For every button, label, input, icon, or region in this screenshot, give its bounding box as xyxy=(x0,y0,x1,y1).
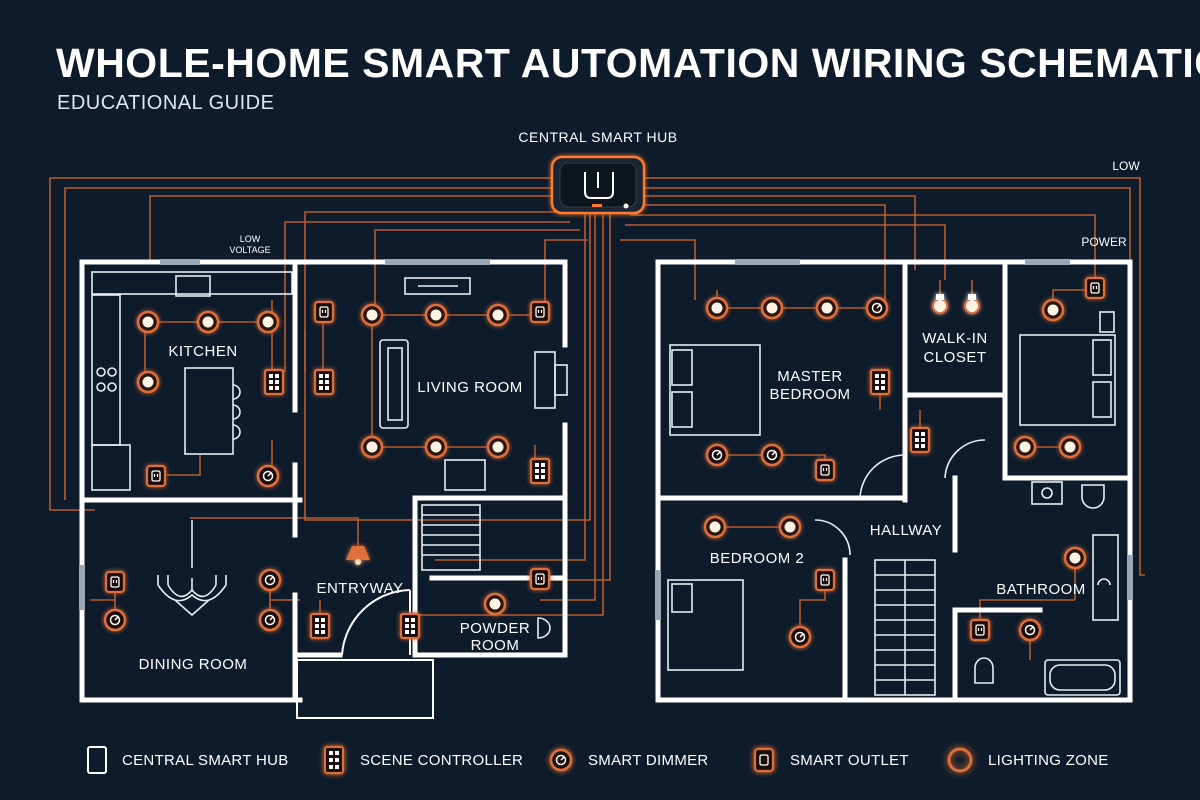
outlet-icon xyxy=(104,570,126,594)
outlet-icon xyxy=(969,618,991,642)
scene-controller-icon xyxy=(869,368,891,396)
lighting-zone-icon xyxy=(760,296,784,320)
room-label-bedroom-2: BEDROOM 2 xyxy=(710,550,805,567)
room-label-dining-room: DINING ROOM xyxy=(139,656,248,673)
hub-label: CENTRAL SMART HUB xyxy=(518,129,677,145)
room-label-entryway: ENTRYWAY xyxy=(316,580,403,597)
legend-label-outlet: SMART OUTLET xyxy=(790,751,909,769)
scene-controller-icon xyxy=(313,368,335,396)
outlet-icon xyxy=(814,568,836,592)
dimmer-icon xyxy=(760,443,784,467)
lighting-zone-icon xyxy=(360,435,384,459)
page-title: WHOLE-HOME SMART AUTOMATION WIRING SCHEM… xyxy=(56,40,1200,86)
low-right-label: LOW xyxy=(1112,159,1140,173)
walls-left-unit xyxy=(79,259,568,703)
dimmer-icon xyxy=(1018,618,1042,642)
scene-controller-icon xyxy=(263,368,285,396)
low-voltage-label-1: LOW xyxy=(240,234,261,244)
outlet-icon xyxy=(529,300,551,324)
lighting-zone-icon xyxy=(486,303,510,327)
outlet-icon xyxy=(145,464,167,488)
lighting-zone-icon xyxy=(703,515,727,539)
lighting-zone-icon xyxy=(1013,435,1037,459)
scene-controller-icon xyxy=(309,612,331,640)
outlet-icon xyxy=(313,300,335,324)
room-label-powder-room-2: ROOM xyxy=(471,637,520,654)
lighting-zone-icon xyxy=(705,296,729,320)
power-right-label: POWER xyxy=(1081,235,1127,249)
room-label-closet-1: WALK-IN xyxy=(922,330,987,347)
lighting-zone-icon xyxy=(778,515,802,539)
dimmer-icon xyxy=(865,296,889,320)
legend-label-scene-controller: SCENE CONTROLLER xyxy=(360,751,524,769)
dimmer-icon xyxy=(256,464,280,488)
scene-controller-icon xyxy=(399,612,421,640)
outlet-icon xyxy=(814,458,836,482)
dimmer-icon xyxy=(705,443,729,467)
legend-label-hub: CENTRAL SMART HUB xyxy=(122,751,289,769)
legend-label-dimmer: SMART DIMMER xyxy=(588,751,709,769)
dimmer-icon xyxy=(258,568,282,592)
lighting-zone-icon xyxy=(1063,546,1087,570)
legend-item-scene-controller: SCENE CONTROLLER xyxy=(322,735,523,785)
legend-item-outlet: SMART OUTLET xyxy=(752,735,909,785)
lighting-zone-icon xyxy=(483,592,507,616)
bulb-icon xyxy=(932,294,980,314)
lighting-zone-icon xyxy=(136,310,160,334)
legend: CENTRAL SMART HUB SCENE CONTROLLER SMART… xyxy=(0,735,1200,785)
page-subtitle: EDUCATIONAL GUIDE xyxy=(57,92,275,114)
lighting-zone-icon xyxy=(1058,435,1082,459)
chandelier-icon xyxy=(157,520,227,617)
outlet-icon xyxy=(753,747,775,773)
pendant-lamp-icon xyxy=(346,546,370,565)
furniture xyxy=(91,271,1121,696)
lighting-zone-icon xyxy=(1041,298,1065,322)
dimmer-icon xyxy=(258,608,282,632)
lighting-zone-icon xyxy=(424,303,448,327)
scene-controller-icon xyxy=(909,426,931,454)
outlet-icon xyxy=(1084,276,1106,300)
dimmer-icon xyxy=(549,748,573,772)
windows xyxy=(79,259,1133,620)
lighting-zone-icon xyxy=(424,435,448,459)
lighting-zone-icon xyxy=(136,370,160,394)
room-label-kitchen: KITCHEN xyxy=(168,343,237,360)
dimmer-icon xyxy=(103,608,127,632)
lighting-zone-icon xyxy=(947,747,973,773)
walls-right-unit xyxy=(655,259,1133,703)
low-voltage-label-2: VOLTAGE xyxy=(229,245,270,255)
room-label-hallway: HALLWAY xyxy=(870,522,942,539)
lighting-zone-icon xyxy=(815,296,839,320)
lighting-zone-icon xyxy=(486,435,510,459)
dimmer-icon xyxy=(788,625,812,649)
lighting-zone-icon xyxy=(196,310,220,334)
room-label-living-room: LIVING ROOM xyxy=(417,379,523,396)
room-label-master-bedroom-1: MASTER xyxy=(777,368,843,385)
legend-item-lighting-zone: LIGHTING ZONE xyxy=(946,735,1109,785)
legend-label-lighting-zone: LIGHTING ZONE xyxy=(988,751,1109,769)
legend-item-dimmer: SMART DIMMER xyxy=(548,735,709,785)
lighting-zone-icon xyxy=(360,303,384,327)
scene-controller-icon xyxy=(529,457,551,485)
room-label-closet-2: CLOSET xyxy=(923,349,986,366)
legend-item-hub: CENTRAL SMART HUB xyxy=(86,735,289,785)
central-smart-hub[interactable] xyxy=(550,155,646,215)
room-label-powder-room-1: POWDER xyxy=(460,620,531,637)
wiring xyxy=(49,177,1145,660)
room-label-master-bedroom-2: BEDROOM xyxy=(769,386,850,403)
outlet-icon xyxy=(529,567,551,591)
lighting-zone-icon xyxy=(256,310,280,334)
hub-icon xyxy=(87,746,107,774)
room-label-bathroom: BATHROOM xyxy=(996,581,1086,598)
scene-controller-icon xyxy=(324,746,344,774)
devices xyxy=(103,276,1106,649)
